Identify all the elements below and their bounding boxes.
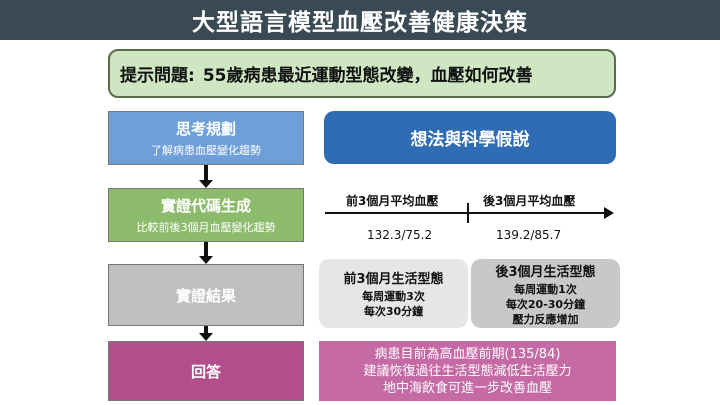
step-answer: 回答 xyxy=(108,341,304,401)
lifestyle-item: 壓力反應增加 xyxy=(512,312,579,326)
step-title: 思考規劃 xyxy=(175,120,236,138)
step-subtitle: 比較前後3個月血壓變化趨勢 xyxy=(136,221,276,234)
step-subtitle: 了解病患血壓變化趨勢 xyxy=(151,144,261,157)
question-text: 55歲病患最近運動型態改變，血壓如何改善 xyxy=(202,66,533,86)
timeline-axis xyxy=(325,212,607,214)
step-evidence-results: 實證結果 xyxy=(108,264,304,326)
lifestyle-after-box: 後3個月生活型態 每周運動1次 每次20-30分鐘 壓力反應增加 xyxy=(471,259,620,328)
timeline-divider xyxy=(467,203,469,223)
lifestyle-item: 每次30分鐘 xyxy=(363,305,424,318)
step-code-generation: 實證代碼生成 比較前後3個月血壓變化趨勢 xyxy=(108,188,304,242)
lifestyle-item: 每次20-30分鐘 xyxy=(505,297,586,311)
timeline-after-label: 後3個月平均血壓 xyxy=(483,194,576,208)
answer-line: 地中海飲食可進一步改善血壓 xyxy=(382,380,552,396)
page-title: 大型語言模型血壓改善健康決策 xyxy=(0,0,720,40)
step-title: 實證代碼生成 xyxy=(160,197,251,215)
lifestyle-item: 每周運動1次 xyxy=(514,282,577,296)
lifestyle-before-title: 前3個月生活型態 xyxy=(343,272,444,287)
prompt-question-box: 提示問題: 55歲病患最近運動型態改變，血壓如何改善 xyxy=(108,49,616,98)
lifestyle-after-title: 後3個月生活型態 xyxy=(495,264,596,280)
question-label: 提示問題: xyxy=(120,66,195,86)
lifestyle-before-box: 前3個月生活型態 每周運動3次 每次30分鐘 xyxy=(319,259,468,328)
answer-box: 病患目前為高血壓前期(135/84) 建議恢復過往生活型態減低生活壓力 地中海飲… xyxy=(319,341,616,401)
down-arrow-icon xyxy=(199,165,213,188)
step-thinking-plan: 思考規劃 了解病患血壓變化趨勢 xyxy=(108,111,304,165)
arrow-right-icon xyxy=(604,207,614,219)
hypothesis-box: 想法與科學假說 xyxy=(324,111,616,164)
step-title: 回答 xyxy=(190,362,221,381)
timeline-before-label: 前3個月平均血壓 xyxy=(346,194,439,208)
answer-line: 病患目前為高血壓前期(135/84) xyxy=(374,346,561,362)
down-arrow-icon xyxy=(199,242,213,264)
timeline-after-value: 139.2/85.7 xyxy=(496,228,562,242)
step-title: 實證結果 xyxy=(175,286,236,305)
down-arrow-icon xyxy=(199,326,213,341)
lifestyle-item: 每周運動3次 xyxy=(362,290,425,303)
answer-line: 建議恢復過往生活型態減低生活壓力 xyxy=(363,363,572,379)
timeline-before-value: 132.3/75.2 xyxy=(367,228,433,242)
